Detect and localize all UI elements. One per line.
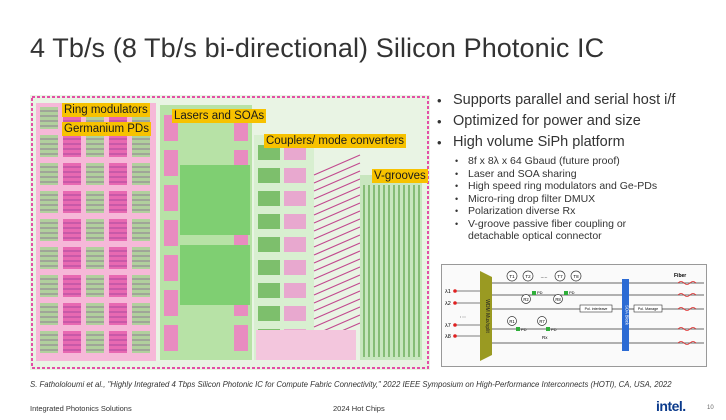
- lambda-label: λ2: [445, 301, 451, 307]
- architecture-drawing: λ1 λ2 λ7 λ8 ⋮ WDM Mux/split T1: [445, 270, 704, 361]
- ring-modulators-label: Ring modulators: [62, 103, 150, 117]
- couplers-label: Couplers/ mode converters: [264, 134, 407, 148]
- architecture-diagram: λ1 λ2 λ7 λ8 ⋮ WDM Mux/split T1: [441, 264, 707, 367]
- bullet-item: •Supports parallel and serial host i/f: [437, 92, 676, 108]
- fiber-label: Fiber: [674, 273, 686, 279]
- tx-ring-label: T8: [573, 274, 579, 279]
- sub-bullet-item: •Laser and SOA sharing: [455, 167, 577, 180]
- pd-label: PD: [551, 327, 557, 332]
- citation: S. Fathololoumi et al., "Highly Integrat…: [30, 380, 672, 389]
- ellipsis: .....: [541, 274, 548, 280]
- tx-ring-label: T7: [557, 274, 563, 279]
- intel-logo: intel.: [656, 398, 686, 414]
- bullet-list: •Supports parallel and serial host i/f •…: [437, 92, 719, 243]
- sub-bullet-item: •V-groove passive fiber coupling or: [455, 217, 627, 230]
- rx-ring-label: R1: [509, 319, 515, 324]
- lambda-label: λ8: [445, 334, 451, 340]
- pol-interleave-label: Pol. interleave: [585, 307, 608, 311]
- mux-label: WDM Mux/split: [484, 299, 490, 333]
- footer-left: Integrated Photonics Solutions: [30, 404, 132, 413]
- lasers-soas-label: Lasers and SOAs: [172, 109, 267, 123]
- rx-ring-label: R7: [539, 319, 545, 324]
- sub-bullet-item: •Micro-ring drop filter DMUX: [455, 192, 596, 205]
- sub-bullet-item: •Polarization diverse Rx: [455, 205, 576, 217]
- pd-label: PD: [521, 327, 527, 332]
- v-grooves-label: V-grooves: [372, 169, 428, 183]
- slide-title: 4 Tb/s (8 Tb/s bi-directional) Silicon P…: [30, 33, 605, 63]
- rx-label: Rx: [542, 335, 548, 340]
- lambda-label: λ7: [445, 323, 451, 329]
- rx-ring-label: R2: [523, 297, 529, 302]
- bullet-item: •Optimized for power and size: [437, 113, 641, 129]
- chip-layout-image: Ring modulators Germanium PDs Lasers and…: [30, 95, 430, 370]
- sub-bullet-list: •8f x 8λ x 64 Gbaud (future proof) •Lase…: [455, 155, 719, 243]
- germanium-pds-label: Germanium PDs: [62, 122, 151, 136]
- sub-bullet-item-continued: detachable optical connector: [468, 230, 602, 242]
- rx-ring-label: R8: [555, 297, 561, 302]
- bullet-item: •High volume SiPh platform: [437, 134, 625, 150]
- pol-manage-label: Pol. Manage: [638, 307, 658, 311]
- tx-ring-label: T1: [509, 274, 515, 279]
- soa-label: SOA Block: [625, 305, 630, 326]
- pd-label: PD: [569, 290, 575, 295]
- sub-bullet-item: •8f x 8λ x 64 Gbaud (future proof): [455, 155, 620, 167]
- footer-center: 2024 Hot Chips: [333, 404, 385, 413]
- svg-text:⋮: ⋮: [459, 314, 465, 320]
- tx-ring-label: T2: [525, 274, 531, 279]
- lambda-label: λ1: [445, 289, 451, 295]
- pd-label: PD: [537, 290, 543, 295]
- page-number: 10: [707, 405, 714, 411]
- sub-bullet-item: •High speed ring modulators and Ge-PDs: [455, 180, 658, 192]
